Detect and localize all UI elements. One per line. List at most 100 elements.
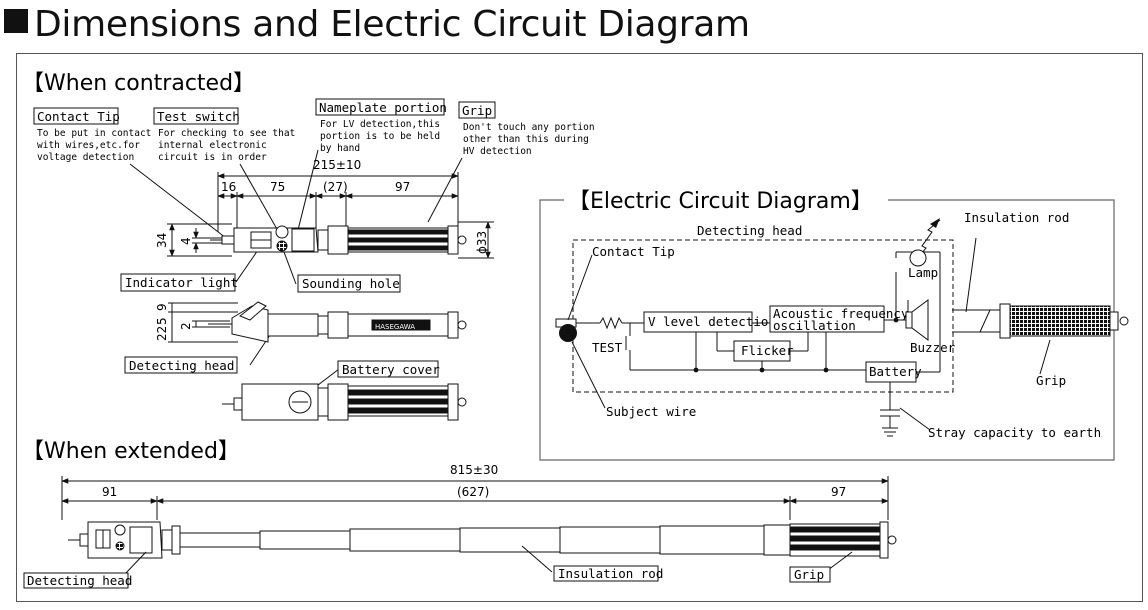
square-bullet-icon	[4, 9, 28, 33]
dim-27: (27)	[323, 180, 348, 194]
svg-text:Flicker: Flicker	[741, 343, 794, 358]
device-top-view	[210, 225, 467, 255]
svg-text:Contact Tip: Contact Tip	[37, 109, 120, 124]
junction-dot	[759, 367, 765, 373]
note-grip: Don't touch any portion other than this …	[463, 122, 595, 157]
note-contact-tip: To be put in contact with wires,etc.for …	[37, 128, 151, 163]
lamp-icon	[909, 249, 927, 267]
label-nameplate: Nameplate portion	[315, 98, 447, 116]
label-grip: Grip	[458, 101, 496, 119]
dims-side-view	[168, 302, 238, 343]
device-back-view	[222, 383, 467, 421]
dim-16: 16	[221, 180, 236, 194]
junction-dot	[893, 317, 899, 323]
svg-text:by hand: by hand	[320, 143, 360, 154]
svg-text:Don't touch any portion: Don't touch any portion	[463, 122, 595, 133]
extended-heading: 【When extended】	[22, 439, 240, 464]
svg-text:internal electronic: internal electronic	[158, 140, 267, 151]
note-test-switch: For checking to see that internal electr…	[158, 128, 295, 163]
label-detecting-head-extended: Detecting head	[23, 572, 132, 589]
dim-627: (627)	[457, 485, 489, 499]
buzzer-icon	[905, 299, 929, 341]
dim-22: 22	[155, 326, 169, 341]
junction-dot	[823, 367, 829, 373]
svg-text:oscillation: oscillation	[773, 318, 856, 333]
label-test-switch: Test switch	[153, 107, 240, 125]
svg-text:Indicator light: Indicator light	[125, 275, 238, 290]
svg-text:For checking to see that: For checking to see that	[158, 128, 295, 139]
circuit-insulation-rod-label: Insulation rod	[964, 210, 1069, 225]
dim-4: 4	[179, 237, 193, 245]
svg-text:Battery: Battery	[869, 364, 922, 379]
dims-extended	[61, 476, 889, 520]
dim-97-extended: 97	[831, 485, 846, 499]
page-title-text: Dimensions and Electric Circuit Diagram	[34, 4, 750, 45]
dim-2: 2	[179, 322, 193, 330]
label-grip-extended: Grip	[789, 566, 831, 583]
svg-text:Detecting head: Detecting head	[27, 573, 132, 588]
device-extended	[68, 521, 897, 559]
svg-text:Detecting head: Detecting head	[129, 358, 234, 373]
label-detecting-head-contracted: Detecting head	[124, 356, 238, 374]
dim-91: 91	[102, 485, 117, 499]
dim-34: 34	[155, 233, 169, 248]
brand-plate: HASEGAWA	[375, 323, 415, 331]
leader-lines-extended	[124, 545, 853, 575]
lamp-ray-arrow-icon	[930, 218, 940, 228]
svg-text:with wires,etc.for: with wires,etc.for	[37, 140, 140, 151]
dim-total-contracted: 215±10	[313, 158, 361, 172]
dim-5: 5	[155, 317, 169, 325]
dims-contracted	[167, 172, 494, 259]
circuit-stray-label: Stray capacity to earth	[928, 425, 1101, 440]
circuit-grip-icon	[999, 303, 1129, 339]
svg-text:To be put in contact: To be put in contact	[37, 128, 151, 139]
page-title: Dimensions and Electric Circuit Diagram	[4, 4, 750, 45]
svg-text:Test switch: Test switch	[157, 109, 240, 124]
circuit-heading: 【Electric Circuit Diagram】	[568, 189, 873, 214]
device-side-view	[208, 301, 467, 343]
block-flicker: Flicker	[733, 340, 794, 362]
svg-text:Nameplate portion: Nameplate portion	[319, 100, 447, 115]
svg-text:HV detection: HV detection	[463, 146, 532, 157]
circuit-test-label: TEST	[592, 340, 623, 355]
label-indicator-light: Indicator light	[120, 273, 238, 292]
contracted-heading: 【When contracted】	[22, 71, 255, 96]
svg-text:Battery cover: Battery cover	[342, 362, 440, 377]
detecting-head-box	[572, 239, 954, 393]
svg-text:portion is to be held: portion is to be held	[320, 131, 440, 142]
circuit-grip-label: Grip	[1036, 373, 1066, 388]
block-v-level: V level detection	[643, 311, 776, 333]
svg-text:Insulation rod: Insulation rod	[558, 566, 663, 581]
svg-text:voltage detection: voltage detection	[37, 152, 134, 163]
block-acoustic-oscillation: Acoustic frequency oscillation	[769, 305, 909, 333]
svg-text:V level detection: V level detection	[648, 314, 776, 329]
svg-text:other than this during: other than this during	[463, 134, 589, 145]
svg-text:circuit is in order: circuit is in order	[158, 152, 267, 163]
svg-text:Acoustic frequency: Acoustic frequency	[773, 306, 909, 321]
diagram-frame	[16, 53, 1143, 602]
circuit-lamp-label: Lamp	[908, 265, 938, 280]
dim-9: 9	[155, 303, 169, 311]
label-battery-cover: Battery cover	[337, 360, 440, 378]
circuit-buzzer-label: Buzzer	[910, 340, 956, 355]
circuit-detecting-head-label: Detecting head	[697, 223, 802, 238]
svg-text:Grip: Grip	[794, 567, 824, 582]
label-sounding-hole: Sounding hole	[297, 274, 401, 293]
circuit-subject-wire-label: Subject wire	[606, 404, 696, 419]
svg-text:Grip: Grip	[462, 103, 492, 118]
grip-leader	[1039, 339, 1051, 375]
dim-75: 75	[270, 180, 285, 194]
note-nameplate: For LV detection,this portion is to be h…	[320, 119, 440, 154]
svg-text:Sounding hole: Sounding hole	[302, 276, 400, 291]
junction-dot	[693, 367, 699, 373]
circuit-frame	[539, 199, 1115, 461]
dim-97: 97	[395, 180, 410, 194]
subject-wire-icon	[559, 324, 577, 342]
label-contact-tip: Contact Tip	[33, 107, 120, 125]
dim-total-extended: 815±30	[450, 463, 498, 477]
label-insulation-rod-extended: Insulation rod	[553, 565, 663, 582]
dim-dia33: ϕ33	[475, 231, 489, 254]
svg-text:For LV detection,this: For LV detection,this	[320, 119, 440, 130]
block-battery: Battery	[865, 361, 922, 383]
